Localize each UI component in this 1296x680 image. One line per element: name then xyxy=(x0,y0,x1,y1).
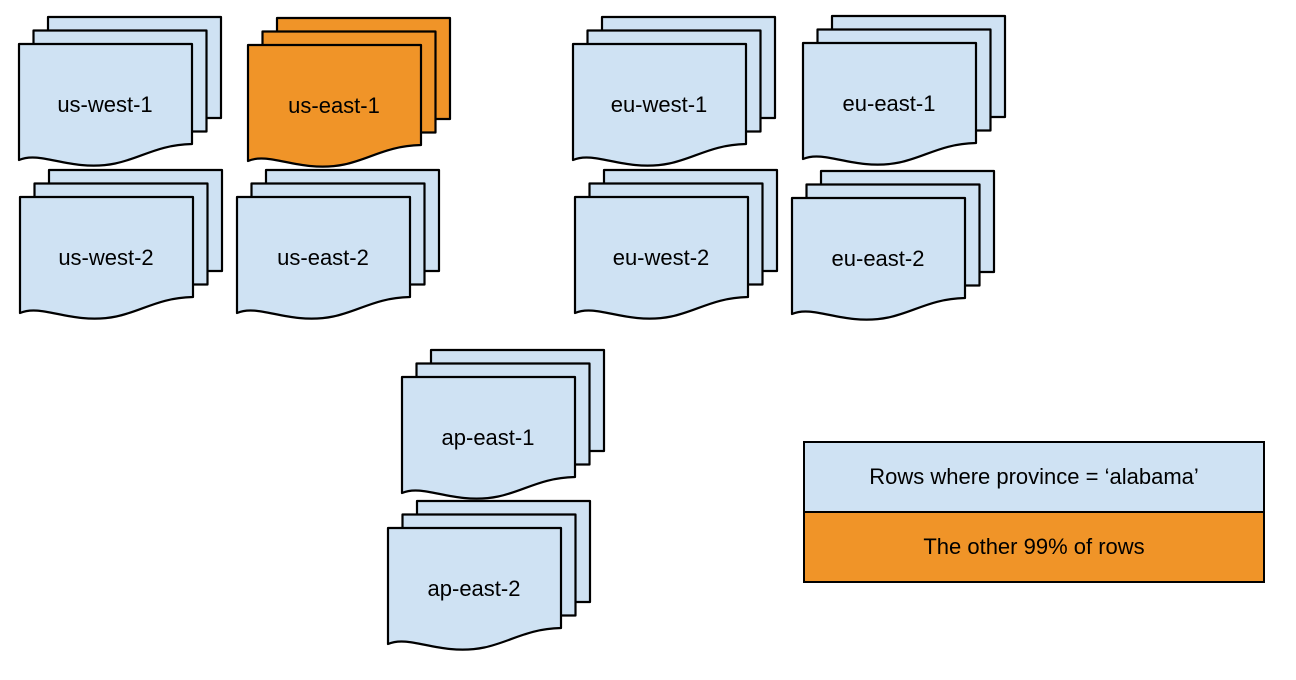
document-sheet-front xyxy=(573,195,750,320)
doc-stack-us-west-2: us-west-2 xyxy=(18,168,224,320)
document-sheet-front xyxy=(235,195,412,320)
doc-stack-label: eu-west-2 xyxy=(613,245,710,270)
doc-stack-eu-east-1: eu-east-1 xyxy=(801,14,1007,166)
doc-stack-label: ap-east-2 xyxy=(428,576,521,601)
doc-stack-eu-east-2: eu-east-2 xyxy=(790,169,996,321)
document-sheet-front xyxy=(386,526,563,651)
doc-stack-label: eu-west-1 xyxy=(611,92,708,117)
document-sheet-front xyxy=(801,41,978,166)
doc-stack-label: eu-east-1 xyxy=(843,91,936,116)
doc-stack-ap-east-1: ap-east-1 xyxy=(400,348,606,500)
doc-stack-label: eu-east-2 xyxy=(832,246,925,271)
legend: Rows where province = ‘alabama’ The othe… xyxy=(803,441,1265,583)
document-sheet-front xyxy=(246,43,423,168)
doc-stack-label: us-east-1 xyxy=(288,93,380,118)
doc-stack-eu-west-1: eu-west-1 xyxy=(571,15,777,167)
doc-stack-ap-east-2: ap-east-2 xyxy=(386,499,592,651)
document-sheet-front xyxy=(571,42,748,167)
legend-item-alabama-rows: Rows where province = ‘alabama’ xyxy=(805,443,1263,511)
document-sheet-front xyxy=(17,42,194,167)
document-sheet-front xyxy=(400,375,577,500)
document-sheet-front xyxy=(790,196,967,321)
doc-stack-eu-west-2: eu-west-2 xyxy=(573,168,779,320)
legend-label: The other 99% of rows xyxy=(923,534,1145,559)
legend-item-other-rows: The other 99% of rows xyxy=(805,511,1263,581)
doc-stack-label: ap-east-1 xyxy=(442,425,535,450)
legend-label: Rows where province = ‘alabama’ xyxy=(869,464,1199,489)
doc-stack-label: us-east-2 xyxy=(277,245,369,270)
document-sheet-front xyxy=(18,195,195,320)
doc-stack-us-east-2: us-east-2 xyxy=(235,168,441,320)
doc-stack-label: us-west-1 xyxy=(57,92,152,117)
doc-stack-us-east-1: us-east-1 xyxy=(246,16,452,168)
doc-stack-us-west-1: us-west-1 xyxy=(17,15,223,167)
doc-stack-label: us-west-2 xyxy=(58,245,153,270)
